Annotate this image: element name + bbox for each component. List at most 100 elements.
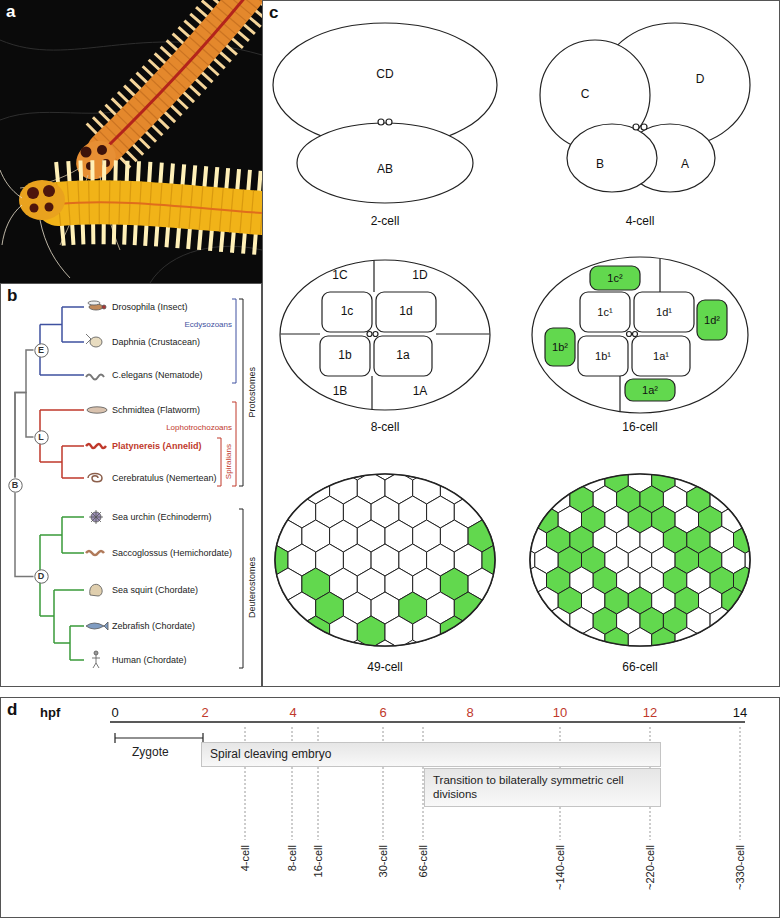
phase-label: Zygote <box>132 746 169 760</box>
tree-branch <box>15 393 34 478</box>
cell-label: 1d <box>399 305 412 319</box>
stage-marker: ~140-cell <box>554 845 567 890</box>
worm-photo <box>97 145 107 155</box>
panel-letter: a <box>6 3 15 22</box>
species-name: Platynereis (Annelid) <box>112 441 202 451</box>
clade-node-label: B <box>12 481 19 490</box>
organism-icon <box>86 301 108 668</box>
embryo-drawing <box>633 124 639 130</box>
species-name: Sea squirt (Chordate) <box>112 585 198 595</box>
tree-branch <box>15 350 34 478</box>
stage-label: 49-cell <box>367 661 402 675</box>
panel-letter: c <box>269 4 278 23</box>
axis-tick-label: 4 <box>289 706 296 721</box>
embryo-drawing <box>378 119 384 125</box>
embryo-cell <box>710 607 733 634</box>
embryo-drawing <box>281 261 490 410</box>
organism-icon <box>88 301 100 305</box>
embryo-drawing <box>545 328 575 366</box>
stage-label: 16-cell <box>622 421 657 435</box>
panel-letter: b <box>7 287 17 306</box>
embryo-drawing <box>376 292 436 332</box>
species-name: C.elegans (Nematode) <box>112 370 203 380</box>
embryo-cell <box>628 628 651 655</box>
embryo-drawing <box>297 123 473 203</box>
embryo-drawing <box>578 336 628 376</box>
embryo-drawing <box>386 119 392 125</box>
worm-photo <box>27 187 39 199</box>
cell-label: 1b¹ <box>595 350 611 363</box>
embryo-outline <box>275 474 495 646</box>
cell-label: 1d² <box>704 314 720 327</box>
organism-icon <box>89 510 103 524</box>
timeline-panel: dSpiral cleaving embryoTransition to bil… <box>0 697 780 918</box>
cell-label: 1a¹ <box>653 350 669 363</box>
embryo-drawing <box>634 292 694 332</box>
organism-icon <box>92 655 100 668</box>
worm-photo <box>30 204 39 213</box>
stage-bar: Spiral cleaving embryo <box>201 742 661 767</box>
worm-photo <box>0 0 262 283</box>
embryo-cell <box>413 616 441 648</box>
transition-bar: Transition to bilaterally symmetric cell… <box>424 768 661 807</box>
cell-label: 1a² <box>642 384 658 397</box>
embryo-cell <box>511 466 768 655</box>
worm-photo <box>19 180 65 220</box>
organism-icon <box>86 622 108 630</box>
node-outline <box>34 430 47 443</box>
clade-label: Spiralians <box>224 444 233 479</box>
cell-label: AB <box>377 163 393 177</box>
organism-icon <box>86 334 91 344</box>
clade-label: Deuterostomes <box>247 557 257 618</box>
species-name: Sea urchin (Echinoderm) <box>112 512 212 522</box>
worm-photo <box>104 0 255 150</box>
worm-photo <box>58 202 262 214</box>
species-name: Schmidtea (Flatworm) <box>112 405 200 415</box>
organism-icon <box>90 337 102 347</box>
clade-node: B <box>8 478 23 493</box>
stage-marker: 16-cell <box>312 845 325 877</box>
embryo-outline <box>530 474 750 646</box>
clade-node-label: L <box>38 433 44 442</box>
embryo-drawing <box>280 260 490 410</box>
cell-label: 1b² <box>552 341 568 354</box>
clade-label: Protostomes <box>247 367 257 418</box>
cell-label: 1a <box>396 349 409 363</box>
embryo-drawing <box>625 379 675 401</box>
worm-photo <box>2 205 22 245</box>
species-name: Saccoglossus (Hemichordate) <box>112 548 232 558</box>
stage-label: 2-cell <box>371 215 400 229</box>
cell-label: C <box>581 88 590 102</box>
panel-letter: d <box>7 701 17 720</box>
worm-photo <box>45 203 54 212</box>
embryo-drawing <box>580 292 630 332</box>
embryo-cell <box>330 616 358 648</box>
embryo-drawing <box>273 23 750 646</box>
worm-photo <box>81 147 92 158</box>
clade-node-label: D <box>38 572 45 581</box>
cell-label: 1c <box>341 305 354 319</box>
cell-label: 1D <box>412 269 427 283</box>
worm-photo <box>104 0 255 150</box>
cleavage-panel: c <box>262 0 780 687</box>
stage-marker: 66-cell <box>417 845 430 877</box>
worm-photo <box>40 220 70 278</box>
node-outline <box>34 343 47 356</box>
node-outline <box>8 478 21 491</box>
embryo-drawing <box>627 332 632 337</box>
embryo-drawing <box>697 300 727 340</box>
timeline-axis <box>115 733 203 743</box>
embryo-drawing <box>322 292 372 332</box>
cell-label: 1C <box>332 269 347 283</box>
cell-label: 1B <box>333 385 348 399</box>
stage-marker: 30-cell <box>377 845 390 877</box>
clade-bracket <box>239 299 243 486</box>
axis-title: hpf <box>40 706 60 721</box>
clade-bracket <box>239 509 243 668</box>
embryo-cell <box>260 448 509 672</box>
clade-bracket <box>232 299 236 383</box>
worm-photo <box>58 202 262 214</box>
cell-label: 1c² <box>607 272 622 285</box>
